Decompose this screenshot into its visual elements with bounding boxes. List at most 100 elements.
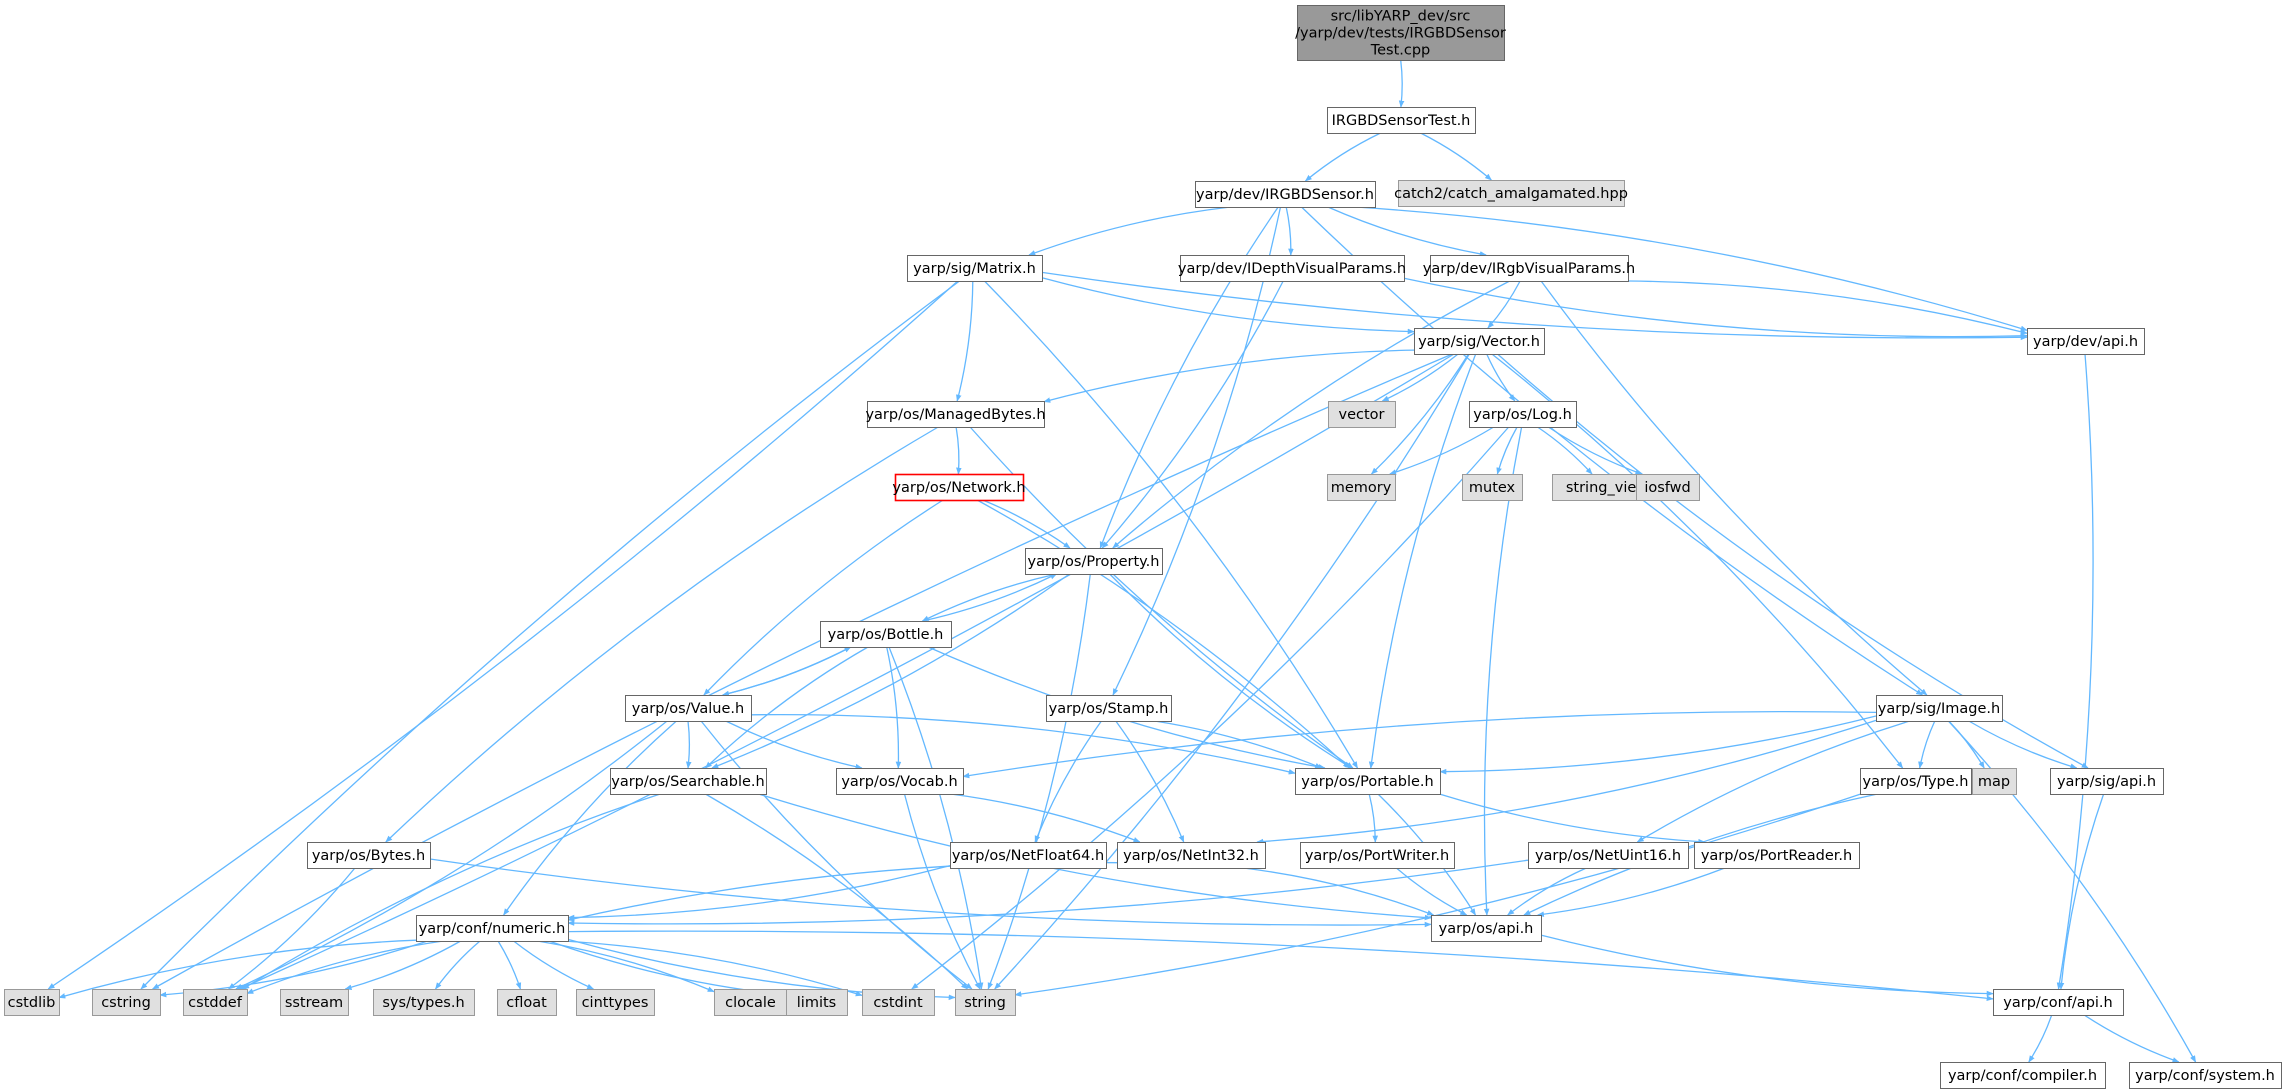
node-sig-vector[interactable]: yarp/sig/Vector.h	[1414, 328, 1545, 355]
edge-sig_vector-to-vector	[1381, 353, 1459, 402]
edge-os_value-to-conf_numeric	[503, 720, 677, 916]
node-dev-irgbdsensor[interactable]: yarp/dev/IRGBDSensor.h	[1195, 181, 1376, 208]
node-dev-idepth[interactable]: yarp/dev/IDepthVisualParams.h	[1178, 255, 1406, 282]
node-os-type[interactable]: yarp/os/Type.h	[1860, 768, 1972, 795]
edge-os_value-to-os_vocab	[725, 720, 863, 770]
node-box	[786, 989, 848, 1016]
node-memory[interactable]: memory	[1327, 474, 1396, 501]
node-sig-api[interactable]: yarp/sig/api.h	[2050, 768, 2164, 795]
node-conf-api[interactable]: yarp/conf/api.h	[1993, 989, 2124, 1016]
node-sig-matrix[interactable]: yarp/sig/Matrix.h	[907, 255, 1043, 282]
node-label: IRGBDSensorTest.h	[1332, 113, 1471, 129]
node-box	[862, 989, 935, 1016]
edge-conf_numeric-to-conf_api	[567, 930, 1994, 1002]
node-sys-types[interactable]: sys/types.h	[373, 989, 475, 1016]
node-string[interactable]: string	[955, 989, 1016, 1016]
edge-os_netint32-to-conf_numeric	[567, 861, 1118, 922]
node-os-netint32[interactable]: yarp/os/NetInt32.h	[1117, 842, 1266, 869]
edge-sig_matrix-to-dev_api	[1041, 271, 2028, 341]
edge-os_bottle-to-os_property	[922, 573, 1058, 622]
edge-os_value-to-os_bottle	[722, 646, 852, 696]
edge-os_log-to-mutex	[1496, 426, 1518, 475]
node-label: map	[1978, 774, 2010, 790]
edges-layer	[47, 59, 2197, 1063]
node-box	[1972, 768, 2017, 795]
node-os-bottle[interactable]: yarp/os/Bottle.h	[820, 621, 952, 648]
node-label: yarp/os/Type.h	[1863, 774, 1969, 790]
edge-os_netfloat64-to-conf_numeric	[567, 864, 951, 921]
node-label: yarp/os/ManagedBytes.h	[865, 407, 1045, 423]
node-label: yarp/os/Bottle.h	[828, 627, 944, 643]
node-root[interactable]: src/libYARP_dev/src/yarp/dev/tests/IRGBD…	[1295, 5, 1506, 61]
node-label: yarp/os/Vocab.h	[841, 774, 957, 790]
node-os-portreader[interactable]: yarp/os/PortReader.h	[1694, 842, 1860, 869]
node-os-netuint16[interactable]: yarp/os/NetUint16.h	[1528, 842, 1689, 869]
edge-sig_matrix-to-cstdlib	[47, 280, 959, 990]
node-box	[1180, 255, 1405, 282]
node-box	[416, 915, 569, 942]
node-os-netfloat64[interactable]: yarp/os/NetFloat64.h	[950, 842, 1107, 869]
node-conf-system[interactable]: yarp/conf/system.h	[2129, 1062, 2282, 1089]
node-conf-compiler[interactable]: yarp/conf/compiler.h	[1940, 1062, 2106, 1089]
edge-conf_numeric-to-cfloat	[497, 940, 522, 990]
node-box	[1993, 989, 2124, 1016]
edge-sig_vector-to-os_log	[1486, 353, 1516, 402]
node-vector[interactable]: vector	[1328, 401, 1396, 428]
edge-sig_vector-to-cstring	[151, 353, 1453, 990]
node-limits[interactable]: limits	[786, 989, 848, 1016]
edge-conf_numeric-to-clocale	[537, 940, 715, 993]
node-label: yarp/os/PortReader.h	[1701, 848, 1852, 864]
node-os-api[interactable]: yarp/os/api.h	[1431, 915, 1542, 942]
node-os-portwriter[interactable]: yarp/os/PortWriter.h	[1300, 842, 1455, 869]
node-cstdlib[interactable]: cstdlib	[4, 989, 60, 1016]
node-label: yarp/os/Property.h	[1028, 554, 1160, 570]
node-label: yarp/os/Stamp.h	[1049, 701, 1169, 717]
node-os-log[interactable]: yarp/os/Log.h	[1469, 401, 1577, 428]
node-box	[2027, 328, 2145, 355]
node-label: catch2/catch_amalgamated.hpp	[1394, 186, 1628, 202]
node-dev-irgbvisual[interactable]: yarp/dev/IRgbVisualParams.h	[1423, 255, 1635, 282]
node-os-managedbytes[interactable]: yarp/os/ManagedBytes.h	[865, 401, 1046, 428]
node-os-bytes[interactable]: yarp/os/Bytes.h	[307, 842, 431, 869]
node-box	[1462, 474, 1523, 501]
edge-os_portable-to-os_portwriter	[1368, 793, 1379, 843]
node-os-vocab[interactable]: yarp/os/Vocab.h	[836, 768, 964, 795]
edge-conf_numeric-to-limits	[548, 940, 787, 998]
edge-dev_irgbvisual-to-sig_vector	[1487, 280, 1521, 329]
node-box	[1327, 474, 1396, 501]
node-catch2[interactable]: catch2/catch_amalgamated.hpp	[1394, 180, 1628, 207]
node-clocale[interactable]: clocale	[714, 989, 788, 1016]
node-conf-numeric[interactable]: yarp/conf/numeric.h	[416, 915, 569, 942]
node-os-portable[interactable]: yarp/os/Portable.h	[1295, 768, 1441, 795]
node-box	[867, 401, 1045, 428]
node-cstdint[interactable]: cstdint	[862, 989, 935, 1016]
node-cinttypes[interactable]: cinttypes	[576, 989, 655, 1016]
edge-os_network-to-os_portable	[976, 499, 1350, 769]
edge-dev_idepth-to-os_property	[1101, 280, 1284, 549]
node-label: yarp/dev/IRGBDSensor.h	[1196, 187, 1374, 203]
node-map[interactable]: map	[1972, 768, 2017, 795]
edge-os_api-to-conf_api	[1540, 934, 1994, 997]
node-os-network[interactable]: yarp/os/Network.h	[892, 473, 1026, 502]
node-os-value[interactable]: yarp/os/Value.h	[625, 695, 752, 722]
node-os-searchable[interactable]: yarp/os/Searchable.h	[610, 768, 767, 795]
edge-dev_irgbdsensor-to-dev_irgbvisual	[1327, 206, 1487, 257]
node-cstring[interactable]: cstring	[92, 989, 161, 1016]
node-os-property[interactable]: yarp/os/Property.h	[1025, 548, 1163, 575]
node-box	[1398, 180, 1625, 207]
node-sig-image[interactable]: yarp/sig/Image.h	[1876, 695, 2003, 722]
node-sstream[interactable]: sstream	[280, 989, 349, 1016]
edge-os_netuint16-to-os_api	[1507, 867, 1587, 916]
edge-conf_numeric-to-cinttypes	[513, 940, 595, 990]
edge-sig_image-to-os_type	[1918, 720, 1936, 769]
node-cfloat[interactable]: cfloat	[497, 989, 557, 1016]
node-os-stamp[interactable]: yarp/os/Stamp.h	[1046, 695, 1172, 722]
edge-dev_irgbvisual-to-sig_image	[1540, 280, 1928, 696]
node-irgbdsensortest-h[interactable]: IRGBDSensorTest.h	[1327, 107, 1476, 134]
node-dev-api[interactable]: yarp/dev/api.h	[2027, 328, 2145, 355]
node-box	[1414, 328, 1545, 355]
node-cstddef[interactable]: cstddef	[183, 989, 248, 1016]
node-iosfwd[interactable]: iosfwd	[1636, 474, 1700, 501]
node-mutex[interactable]: mutex	[1462, 474, 1523, 501]
node-box	[820, 621, 952, 648]
